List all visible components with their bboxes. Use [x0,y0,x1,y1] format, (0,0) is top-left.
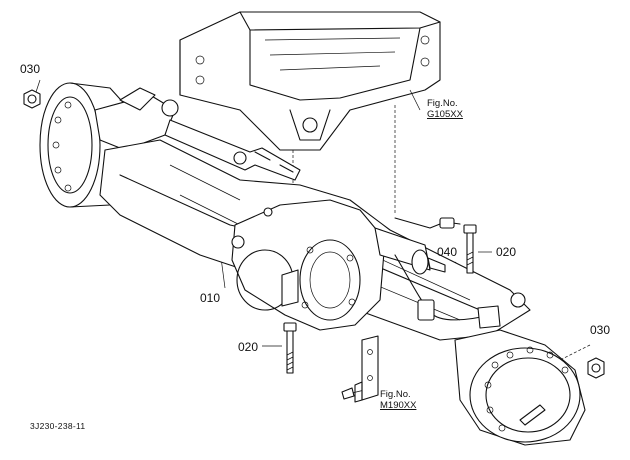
differential-housing [231,199,386,331]
figure-reference-bottom: Fig.No. M190XX [380,389,417,412]
drive-shaft [374,217,461,275]
figure-reference-top-code: G105XX [427,108,463,120]
speed-sensor-harness [394,254,526,329]
figure-reference-bottom-prefix: Fig.No. [380,389,411,400]
bolt-020-upper [463,224,477,274]
callout-030-right: 030 [590,323,611,337]
mounting-bracket [341,335,379,403]
figure-reference-top-prefix: Fig.No. [427,98,458,109]
steering-knuckle [94,87,179,151]
drawing-code: 3J230-238-11 [30,421,86,431]
figure-reference-top: Fig.No. G105XX [427,98,463,121]
nut-030-left [23,89,41,109]
callout-030-left: 030 [20,62,41,76]
bolt-020-lower [283,322,297,374]
callout-010: 010 [200,291,221,305]
right-wheel-hub [454,329,586,446]
figure-reference-bottom-code: M190XX [380,399,417,411]
tie-rod [164,119,301,181]
callout-020-upper: 020 [496,245,517,259]
nut-030-right [587,357,605,379]
front-frame-bracket [179,11,441,151]
callout-020-lower: 020 [238,340,259,354]
callout-040: 040 [437,245,458,259]
